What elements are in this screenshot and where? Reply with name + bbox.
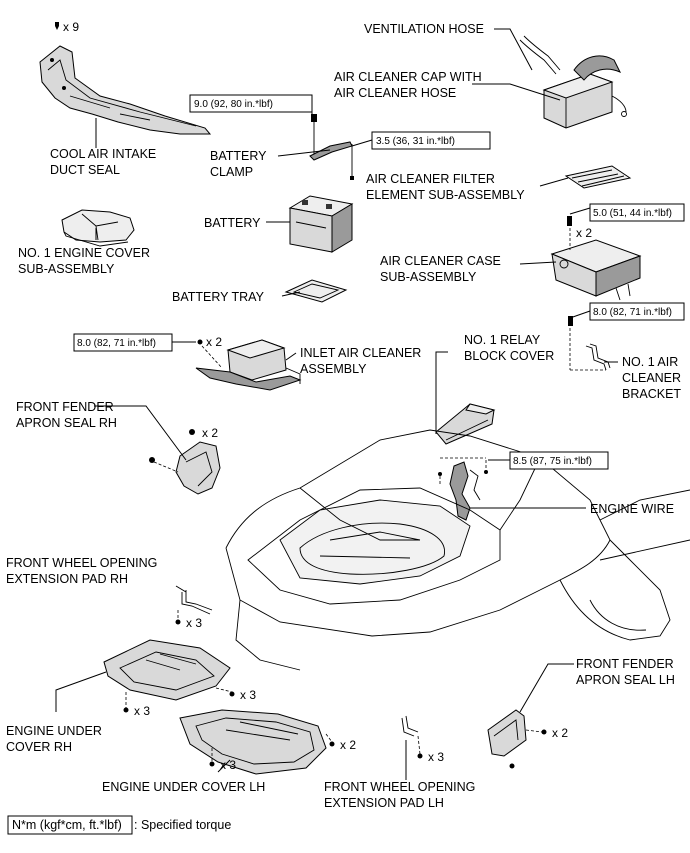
quantity-markers: x 9 x 2 x 2 x 2 x 3 x 3 x 3 x 3 x 2 x 3 …	[63, 20, 592, 772]
label-battery-clamp: BATTERY	[210, 149, 267, 163]
inlet-air-cleaner	[195, 339, 302, 391]
torque-case-bolt: 5.0 (51, 44 in.*lbf)	[593, 208, 672, 219]
torque-specs: 9.0 (92, 80 in.*lbf) 3.5 (36, 31 in.*lbf…	[73, 94, 685, 470]
label-engine-cover: SUB-ASSEMBLY	[18, 262, 115, 276]
label-filter-element: ELEMENT SUB-ASSEMBLY	[366, 188, 525, 202]
torque-battery-clamp-nut: 9.0 (92, 80 in.*lbf)	[194, 99, 273, 110]
label-air-cleaner-bracket: CLEANER	[622, 371, 681, 385]
air-cleaner-filter-element	[564, 165, 632, 189]
torque-battery-clamp-rod: 3.5 (36, 31 in.*lbf)	[376, 136, 455, 147]
no1-relay-block-cover	[435, 403, 496, 445]
label-engine-wire: ENGINE WIRE	[590, 502, 674, 516]
label-wheel-pad-rh: EXTENSION PAD RH	[6, 572, 128, 586]
battery-clamp	[309, 114, 354, 180]
engine-under-cover-lh	[179, 709, 335, 775]
label-wheel-pad-lh: EXTENSION PAD LH	[324, 796, 444, 810]
legend-text: : Specified torque	[134, 818, 231, 832]
front-fender-apron-seal-lh	[487, 709, 547, 769]
vehicle-front-view	[225, 429, 690, 671]
label-engine-cover: NO. 1 ENGINE COVER	[18, 246, 150, 260]
label-fender-apron-seal-lh: FRONT FENDER	[576, 657, 674, 671]
battery-tray	[284, 279, 348, 303]
label-fender-apron-seal-rh: FRONT FENDER	[16, 400, 114, 414]
no1-engine-cover	[61, 209, 135, 247]
label-air-cleaner-bracket: BRACKET	[622, 387, 681, 401]
count-under-lh-a: x 3	[220, 758, 236, 772]
no1-air-cleaner-bracket	[568, 316, 611, 371]
front-fender-apron-seal-rh	[149, 429, 221, 495]
torque-bracket-bolt: 8.0 (82, 71 in.*lbf)	[593, 307, 672, 318]
count-pad-lh: x 3	[428, 750, 444, 764]
engine-under-cover-rh	[103, 639, 235, 713]
air-cleaner-cap-with-hose	[519, 35, 627, 129]
count-inlet-bolt: x 2	[206, 335, 222, 349]
count-under-rh-a: x 3	[240, 688, 256, 702]
label-air-cleaner-case: SUB-ASSEMBLY	[380, 270, 477, 284]
count-fender-rh: x 2	[202, 426, 218, 440]
label-wheel-pad-rh: FRONT WHEEL OPENING	[6, 556, 157, 570]
count-fender-lh: x 2	[552, 726, 568, 740]
count-under-rh-b: x 3	[134, 704, 150, 718]
engine-wire	[438, 457, 488, 521]
clip-icon	[55, 22, 59, 30]
label-fender-apron-seal-lh: APRON SEAL LH	[576, 673, 675, 687]
label-battery-tray: BATTERY TRAY	[172, 290, 265, 304]
torque-engine-wire-bolt: 8.5 (87, 75 in.*lbf)	[513, 456, 592, 467]
label-under-cover-rh: COVER RH	[6, 740, 72, 754]
front-wheel-opening-pad-rh	[175, 590, 213, 625]
label-under-cover-lh: ENGINE UNDER COVER LH	[102, 780, 265, 794]
label-ventilation-hose: VENTILATION HOSE	[364, 22, 484, 36]
label-inlet-air-cleaner: ASSEMBLY	[300, 362, 367, 376]
count-cool-air: x 9	[63, 20, 79, 34]
count-under-lh-b: x 2	[340, 738, 356, 752]
label-inlet-air-cleaner: INLET AIR CLEANER	[300, 346, 421, 360]
label-cool-air-intake: DUCT SEAL	[50, 163, 120, 177]
label-relay-block-cover: BLOCK COVER	[464, 349, 554, 363]
front-wheel-opening-pad-lh	[401, 715, 423, 759]
battery	[288, 195, 354, 253]
label-under-cover-rh: ENGINE UNDER	[6, 724, 102, 738]
count-case-bolt: x 2	[576, 226, 592, 240]
label-air-cleaner-cap: AIR CLEANER CAP WITH	[334, 70, 482, 84]
legend-unit: N*m (kgf*cm, ft.*lbf)	[12, 818, 122, 832]
label-air-cleaner-cap: AIR CLEANER HOSE	[334, 86, 456, 100]
label-air-cleaner-bracket: NO. 1 AIR	[622, 355, 678, 369]
label-battery-clamp: CLAMP	[210, 165, 253, 179]
cool-air-intake-duct-seal	[39, 45, 212, 135]
label-air-cleaner-case: AIR CLEANER CASE	[380, 254, 501, 268]
part-labels: VENTILATION HOSE AIR CLEANER CAP WITH AI…	[6, 22, 681, 810]
label-wheel-pad-lh: FRONT WHEEL OPENING	[324, 780, 475, 794]
torque-legend: N*m (kgf*cm, ft.*lbf) : Specified torque	[7, 815, 231, 835]
label-cool-air-intake: COOL AIR INTAKE	[50, 147, 156, 161]
label-filter-element: AIR CLEANER FILTER	[366, 172, 495, 186]
count-pad-rh: x 3	[186, 616, 202, 630]
torque-inlet-bolt: 8.0 (82, 71 in.*lbf)	[77, 338, 156, 349]
label-relay-block-cover: NO. 1 RELAY	[464, 333, 541, 347]
label-fender-apron-seal-rh: APRON SEAL RH	[16, 416, 117, 430]
label-battery: BATTERY	[204, 216, 261, 230]
air-cleaner-case	[550, 216, 642, 301]
